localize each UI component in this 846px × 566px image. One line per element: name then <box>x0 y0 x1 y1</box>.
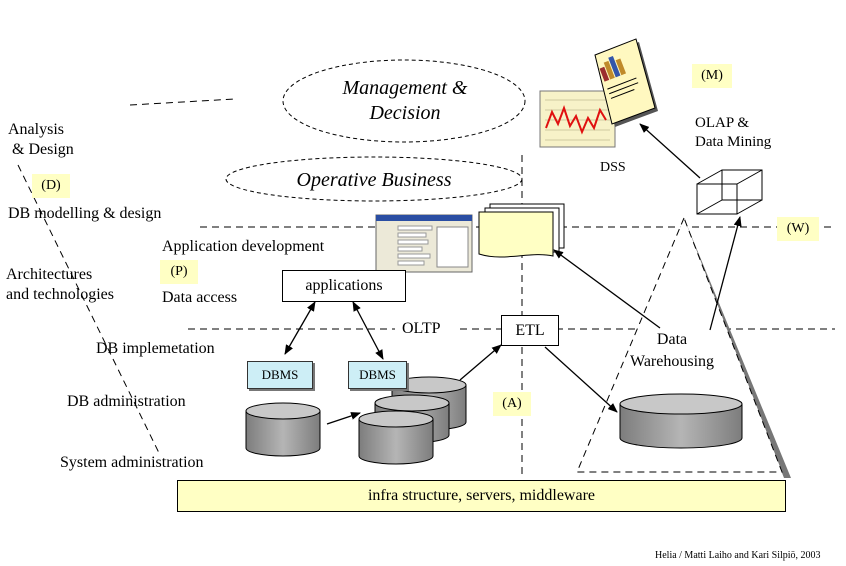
arrow-db-to-etl <box>459 344 502 381</box>
db-implementation-label: DB implemetation <box>96 340 215 357</box>
system-administration-label: System administration <box>60 454 204 471</box>
tag-p: (P) <box>160 260 198 284</box>
infra-structure-bar: infra structure, servers, middleware <box>177 480 786 512</box>
oltp-label: OLTP <box>402 320 441 337</box>
tag-a: (A) <box>493 392 531 416</box>
arrow-etl-to-warehouse <box>544 346 618 413</box>
report-document-image <box>594 38 658 127</box>
application-development-label: Application development <box>162 238 325 255</box>
tag-m: (M) <box>692 64 732 88</box>
operative-business-label: Operative Business <box>296 169 452 191</box>
olap-cube-icon <box>696 169 763 215</box>
db-administration-label: DB administration <box>67 393 186 410</box>
db-modelling-label: DB modelling & design <box>8 205 162 222</box>
database-cylinder <box>358 410 434 465</box>
data-access-label: Data access <box>162 289 238 306</box>
credit-text: Helia / Matti Laiho and Kari Silpiö, 200… <box>655 550 821 561</box>
arrow-db-to-db <box>326 412 361 425</box>
database-cylinder <box>245 402 321 457</box>
operative-oval <box>225 156 523 202</box>
data-warehousing-label: Data Warehousing <box>630 331 715 370</box>
etl-box: ETL <box>501 315 559 346</box>
analysis-design-label: Analysis & Design <box>8 121 74 158</box>
arrow-dbms-applications-left <box>284 301 316 355</box>
tag-w: (W) <box>777 217 819 241</box>
dss-line-chart-image <box>539 90 616 148</box>
dbms-box-left: DBMS <box>247 361 313 389</box>
dbms-box-right: DBMS <box>348 361 407 389</box>
arrow-warehouse-to-olap <box>709 216 742 331</box>
arrow-warehouse-to-reports <box>553 249 661 329</box>
tag-d: (D) <box>32 174 70 198</box>
arrow-olap-to-dss <box>639 123 701 179</box>
left-dashed-diagonal <box>17 164 161 456</box>
top-dashed-line <box>129 98 236 106</box>
dss-label: DSS <box>600 160 626 175</box>
architectures-label: Architectures and technologies <box>6 266 114 303</box>
warehouse-database-cylinder <box>619 393 743 449</box>
management-oval <box>282 59 526 143</box>
application-window-image <box>375 214 473 273</box>
arrow-dbms-applications-right <box>352 301 384 360</box>
report-pages-icon <box>478 203 565 258</box>
pyramid-shadow <box>684 218 791 478</box>
management-decision-label: Management & Decision <box>342 77 468 124</box>
olap-data-mining-label: OLAP & Data Mining <box>695 115 772 150</box>
applications-box: applications <box>282 270 406 302</box>
